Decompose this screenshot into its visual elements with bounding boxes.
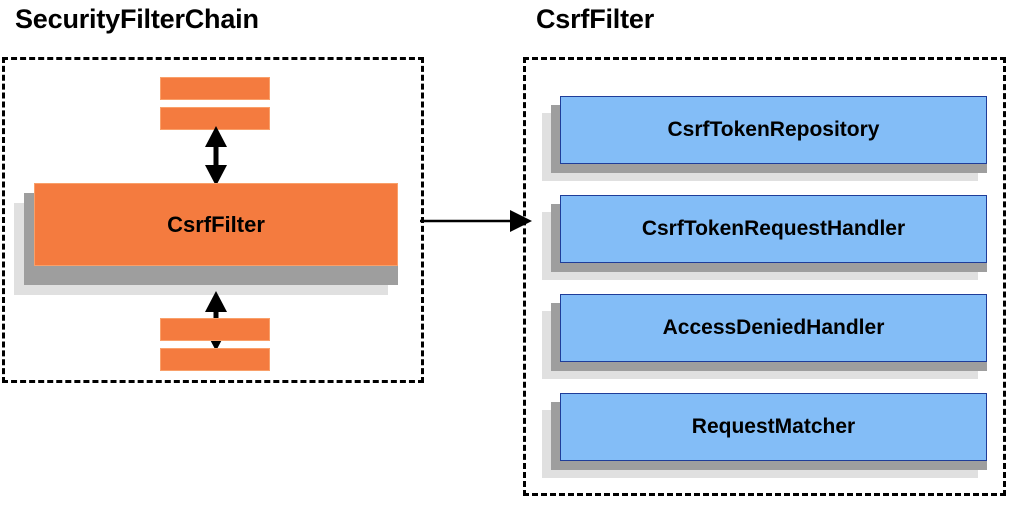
component-block-access-denied-handler[interactable]: AccessDeniedHandler [542,294,1006,379]
component-label: CsrfTokenRequestHandler [560,195,987,263]
page-title-security-filter-chain: SecurityFilterChain [15,4,259,34]
filter-bar-bottom-2 [160,348,270,371]
csrf-filter-label: CsrfFilter [34,183,398,266]
component-label: AccessDeniedHandler [560,294,987,362]
filter-bar-bottom-1 [160,318,270,341]
component-block-request-matcher[interactable]: RequestMatcher [542,393,1006,478]
component-block-csrf-token-request-handler[interactable]: CsrfTokenRequestHandler [542,195,1006,280]
component-label: CsrfTokenRepository [560,96,987,164]
bidirectional-arrow-upper [205,126,227,186]
component-block-csrf-token-repository[interactable]: CsrfTokenRepository [542,96,1006,181]
csrf-filter-group-box [523,57,1006,496]
page-title-csrf-filter: CsrfFilter [536,4,655,34]
arrow-right-to-csrf-detail [420,210,532,232]
component-label: RequestMatcher [560,393,987,461]
filter-bar-top-1 [160,77,270,100]
csrf-filter-block[interactable]: CsrfFilter [14,183,418,295]
